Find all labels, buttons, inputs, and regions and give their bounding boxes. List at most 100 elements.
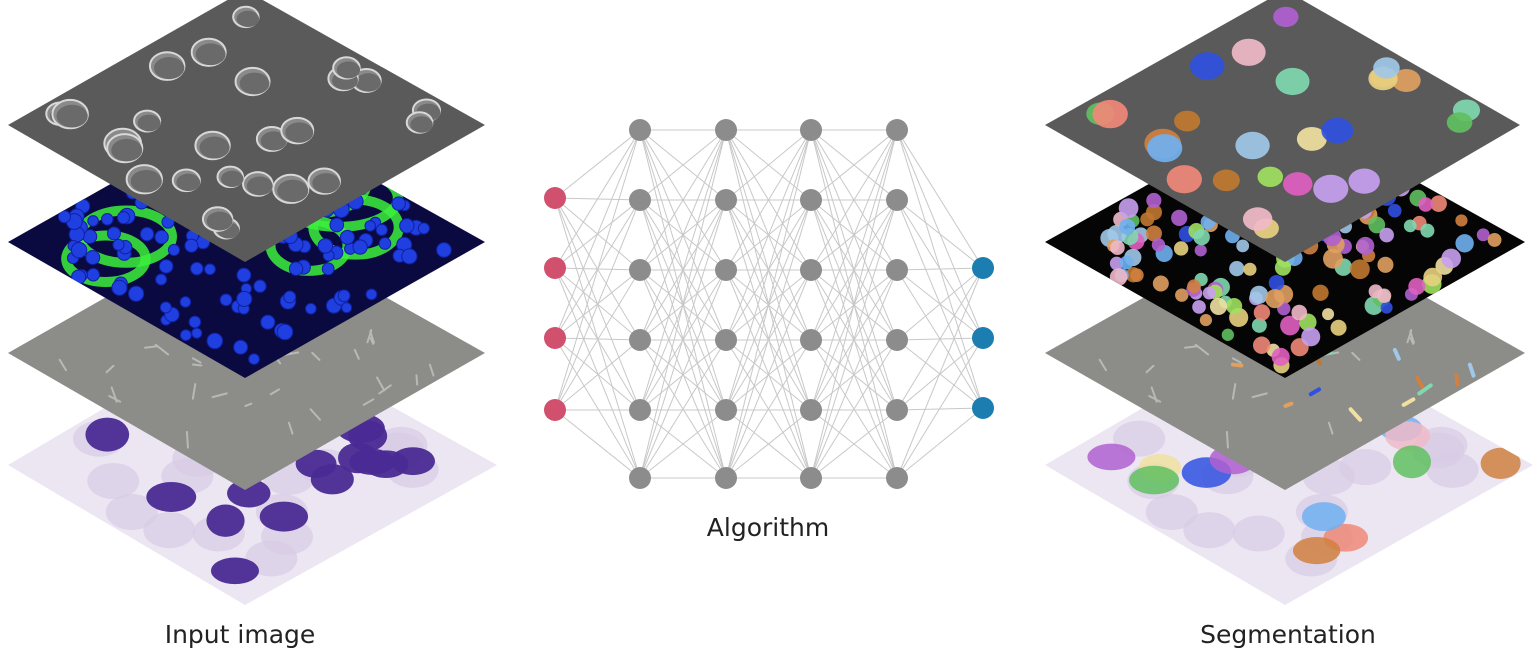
cell-shadow — [221, 170, 244, 188]
cell-cytoplasm — [1183, 512, 1236, 549]
network-edge — [639, 199, 727, 479]
segmented-nucleus — [1322, 308, 1335, 321]
network-edge — [639, 409, 727, 479]
segmented-nucleus — [1236, 239, 1250, 253]
nucleus — [139, 226, 155, 242]
segmented-nucleus — [1151, 238, 1166, 252]
segmented-cell — [1189, 52, 1225, 80]
segmented-nucleus — [1265, 289, 1285, 309]
segmented-cell — [1283, 172, 1313, 196]
input-node — [544, 187, 566, 209]
segmented-cell — [1147, 134, 1183, 163]
network-edge — [896, 199, 984, 269]
network-edge — [725, 409, 812, 479]
output-node — [972, 397, 994, 419]
segmented-cell — [1296, 127, 1327, 151]
cell-shadow — [336, 61, 361, 79]
nucleus — [188, 315, 202, 329]
segmented-nucleus — [1420, 223, 1435, 238]
segmented-cell — [1212, 169, 1240, 192]
cell — [1409, 330, 1415, 344]
nucleus — [352, 239, 368, 255]
nucleus — [86, 268, 100, 282]
nucleus — [70, 241, 88, 259]
network-edge — [554, 269, 641, 411]
cell-shadow — [56, 104, 88, 128]
nucleus — [339, 229, 355, 245]
cell — [211, 392, 228, 399]
segmented-nucleus — [1187, 279, 1201, 294]
segmented-nucleus — [1487, 232, 1502, 247]
segmented-nucleus — [1377, 256, 1394, 273]
segmented-nucleus — [1175, 288, 1189, 302]
hidden-node — [800, 119, 822, 141]
segmented-cell — [1385, 421, 1430, 451]
network-edge — [639, 129, 727, 341]
network-edge — [639, 129, 727, 479]
cell — [287, 421, 294, 435]
nucleus — [417, 222, 430, 235]
nucleus — [364, 220, 377, 232]
cell-shadow — [199, 136, 230, 159]
hidden-node — [629, 399, 651, 421]
segmented-nucleus — [1119, 218, 1136, 235]
nucleus — [321, 262, 335, 276]
cell-cytoplasm — [105, 493, 158, 530]
segmented-nucleus — [1209, 297, 1228, 316]
cell — [191, 363, 203, 367]
hidden-node — [715, 329, 737, 351]
segmented-cell — [1373, 57, 1400, 79]
nucleus — [112, 238, 125, 251]
output-node — [972, 257, 994, 279]
segmented-nucleus — [1423, 267, 1443, 287]
cell — [185, 430, 189, 449]
segmented-cell — [1321, 117, 1354, 144]
segmented-nucleus — [1368, 284, 1383, 299]
nucleus — [154, 229, 169, 245]
network-edge — [639, 129, 727, 201]
input-image-stack — [8, 0, 497, 605]
segmented-nucleus — [1109, 268, 1128, 286]
segmented-nucleus — [1130, 268, 1144, 282]
cell — [415, 374, 419, 386]
network-edge — [554, 129, 641, 269]
segmented-nucleus — [1301, 327, 1321, 347]
nucleus — [288, 261, 304, 276]
input-node — [544, 327, 566, 349]
segmented-nucleus — [1110, 240, 1125, 255]
segmented-nucleus — [1330, 319, 1347, 336]
network-edge — [810, 409, 898, 479]
cell — [1251, 392, 1268, 399]
network-edge — [554, 129, 641, 411]
hidden-node — [800, 259, 822, 281]
segmented-cell — [1401, 397, 1416, 407]
segmented-cell — [1308, 387, 1322, 397]
nucleus — [191, 327, 203, 339]
network-edge — [896, 407, 984, 479]
segmented-nucleus — [1403, 219, 1417, 233]
segmented-nucleus — [1109, 256, 1124, 271]
hidden-node — [886, 259, 908, 281]
segmented-nucleus — [1199, 313, 1212, 327]
nucleus — [179, 296, 192, 308]
nucleus — [127, 285, 145, 302]
network-edge — [554, 337, 641, 479]
cell — [376, 376, 386, 392]
network-edge — [810, 129, 898, 411]
network-edge — [554, 129, 641, 199]
nucleus — [253, 279, 267, 293]
cell — [1231, 357, 1242, 364]
segmented-nucleus — [1253, 304, 1271, 321]
nucleus — [146, 482, 197, 512]
nucleus — [276, 323, 294, 341]
cell-cytoplasm — [245, 540, 298, 577]
network-edge — [554, 199, 641, 411]
hidden-node — [886, 189, 908, 211]
hidden-node — [715, 399, 737, 421]
cell — [191, 383, 197, 400]
network-edge — [896, 267, 984, 341]
segmented-nucleus — [1119, 255, 1134, 270]
hidden-node — [886, 467, 908, 489]
segmented-nucleus — [1274, 259, 1292, 276]
network-edge — [639, 129, 727, 271]
